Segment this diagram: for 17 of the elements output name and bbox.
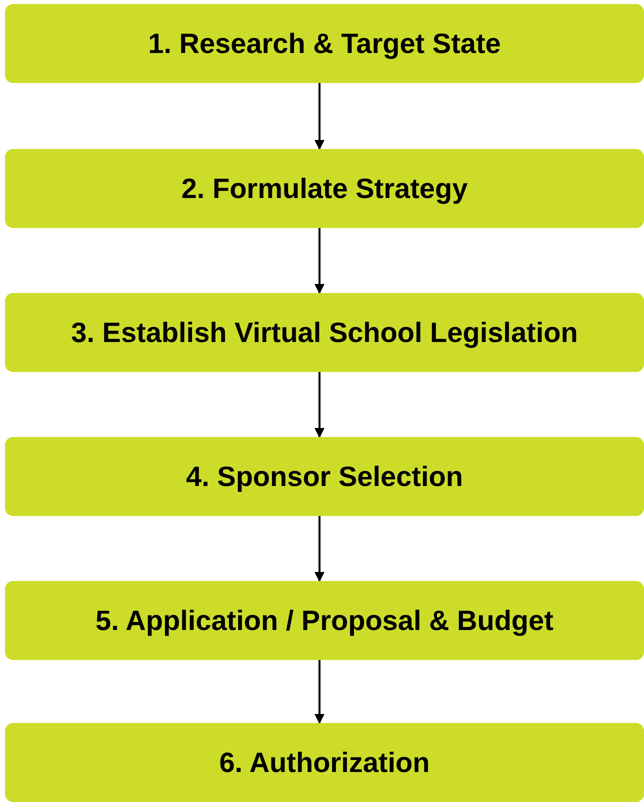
process-box	[5, 4, 644, 83]
arrow	[314, 660, 324, 724]
arrow	[314, 372, 324, 438]
step-label: 4. Sponsor Selection	[186, 460, 463, 494]
step-label: 6. Authorization	[219, 746, 430, 780]
step-label: 1. Research & Target State	[148, 27, 501, 61]
process-box	[5, 293, 644, 372]
process-box	[5, 437, 644, 516]
step-label: 3. Establish Virtual School Legislation	[71, 316, 578, 350]
step-label: 5. Application / Proposal & Budget	[96, 604, 554, 638]
process-box	[5, 581, 644, 660]
step-label: 2. Formulate Strategy	[181, 172, 468, 206]
arrow	[314, 228, 324, 294]
arrow	[314, 83, 324, 150]
process-box	[5, 723, 644, 802]
process-box	[5, 149, 644, 228]
arrow	[314, 516, 324, 582]
